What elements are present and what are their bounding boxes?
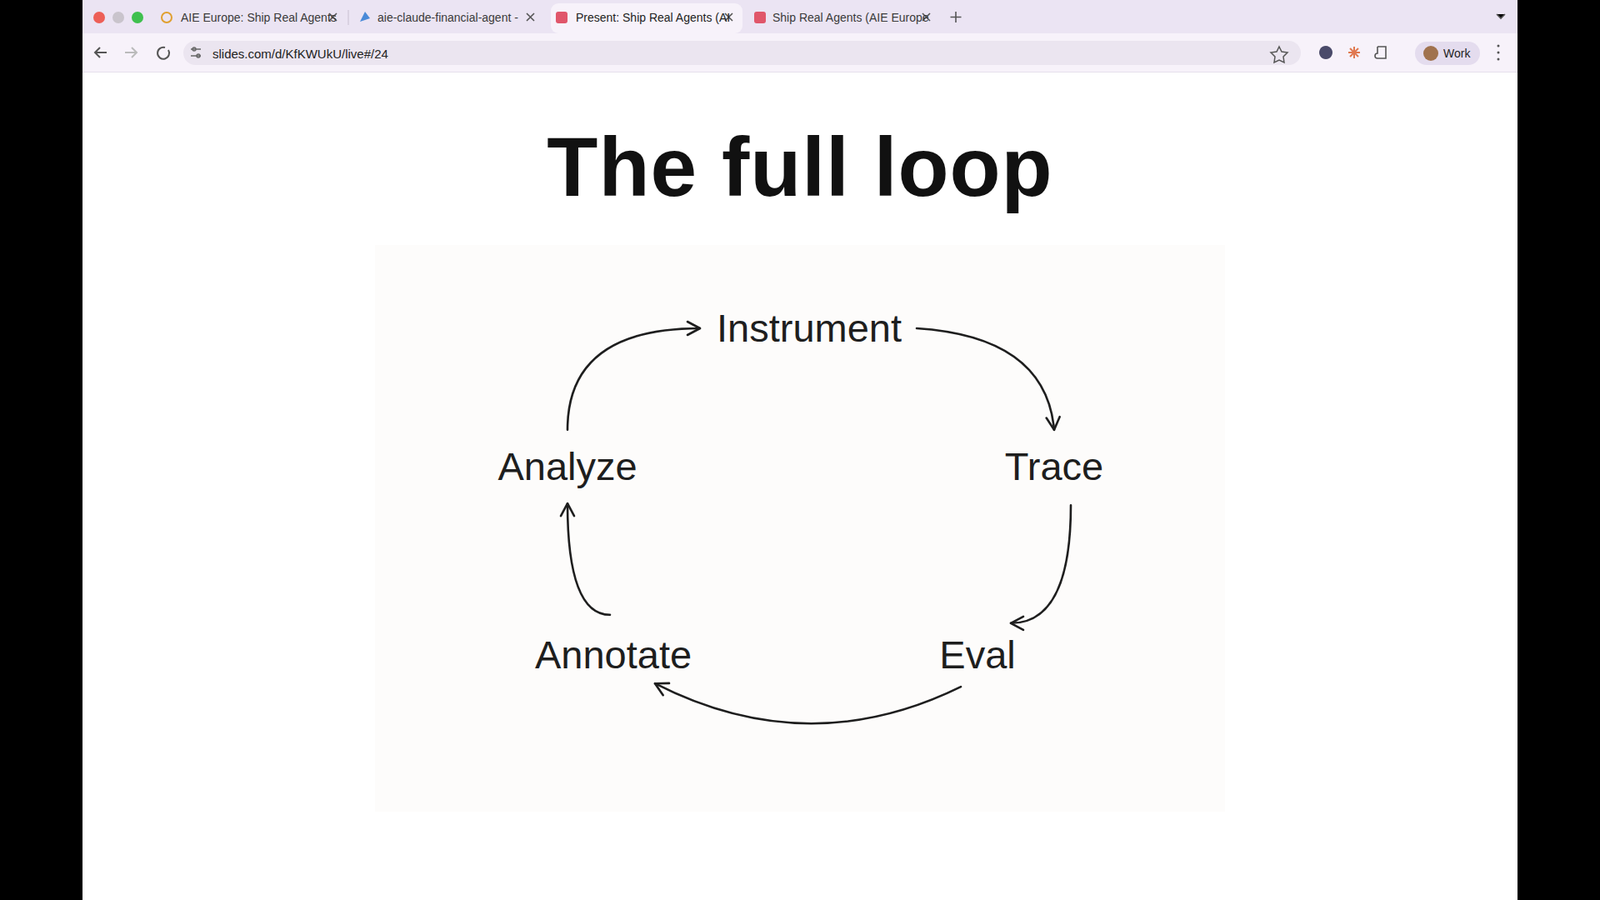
arrow-curve	[916, 328, 1055, 430]
arrow-head	[655, 683, 670, 695]
cycle-arrow	[916, 328, 1060, 430]
step-label: Annotate	[531, 630, 695, 680]
nav-icons	[95, 45, 1499, 63]
tab-icon	[754, 11, 766, 24]
cycle-step: Analyze	[494, 441, 640, 492]
extension-icon	[1319, 45, 1333, 60]
ui-label: Ship Real Agents (AIE Europe	[772, 10, 930, 25]
ui-label: AIE Europe: Ship Real Agents	[180, 10, 337, 25]
step-label: Trace	[1001, 441, 1107, 492]
cycle-arrow	[560, 503, 610, 615]
slide-title: The full loop	[546, 119, 1053, 215]
cycle-arrow	[567, 321, 700, 430]
site-info-icon	[190, 47, 201, 58]
ui-label: aie-claude-financial-agent -	[377, 10, 519, 25]
close-light	[93, 11, 105, 24]
tab-icon	[161, 12, 172, 23]
min-light	[112, 11, 125, 24]
avatar	[1423, 45, 1439, 61]
arrow-head	[1010, 616, 1024, 630]
arrow-head	[1046, 416, 1060, 430]
active-tab	[550, 3, 743, 34]
arrow-curve	[567, 503, 610, 615]
arrow-curve	[1010, 505, 1071, 624]
step-label: Eval	[935, 630, 1019, 680]
extension-icon	[1348, 46, 1360, 59]
tab-icon	[555, 11, 568, 24]
tab-icon	[360, 11, 370, 22]
ui-label: Work	[1443, 46, 1470, 60]
cycle-step: Trace	[1001, 441, 1107, 492]
cycle-step: Instrument	[713, 303, 905, 354]
cycle-arrow	[1010, 505, 1071, 630]
omnibox	[183, 40, 1301, 65]
arrow-curve	[567, 328, 700, 430]
cycle-step: Annotate	[531, 630, 695, 680]
arrow-head	[560, 503, 575, 516]
profile-pill	[1415, 41, 1480, 65]
step-label: Instrument	[713, 303, 905, 354]
ui-label: slides.com/d/KfKWUkU/live#/24	[212, 46, 389, 61]
tab-sep	[348, 10, 350, 25]
ui-label: Present: Ship Real Agents (AI	[575, 10, 730, 25]
max-light	[131, 11, 144, 24]
arrow-head	[687, 321, 700, 335]
step-label: Analyze	[494, 441, 640, 492]
cycle-step: Eval	[935, 630, 1019, 680]
cycle-arrow	[655, 683, 961, 724]
arrow-curve	[655, 683, 961, 724]
diagram-backdrop	[375, 245, 1225, 812]
